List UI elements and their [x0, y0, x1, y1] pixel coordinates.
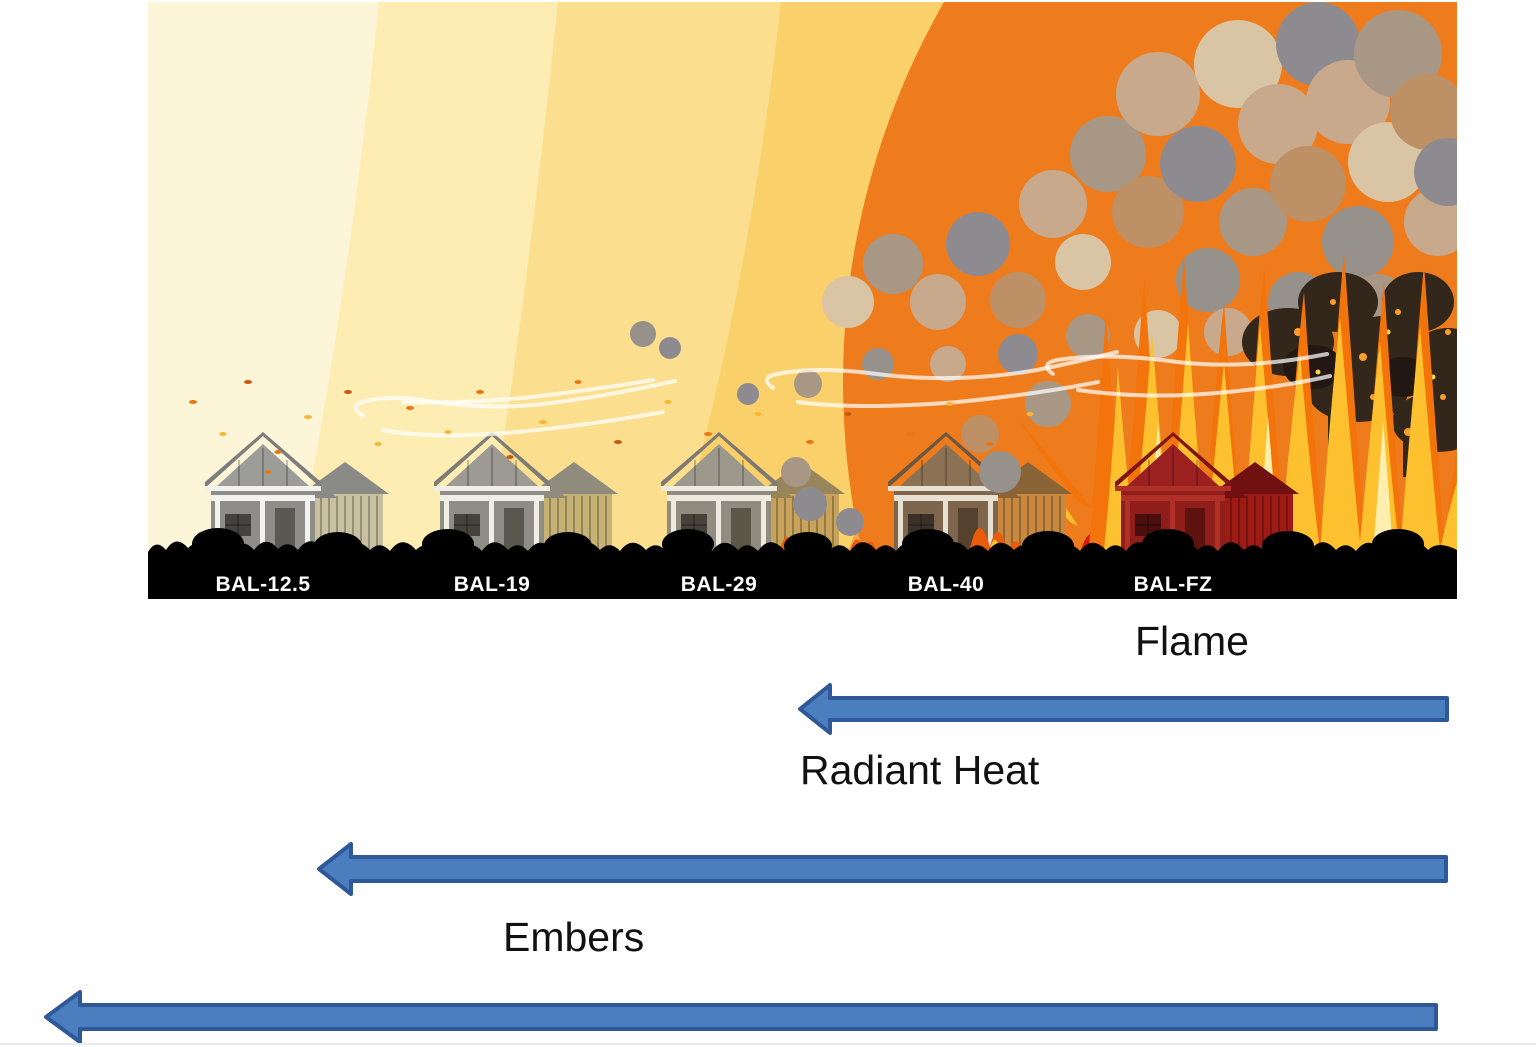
- ground-silhouette: [148, 528, 1457, 599]
- flame-label: Flame: [1135, 618, 1249, 664]
- embers-arrow-shape: [44, 990, 1438, 1044]
- flame-arrow-shape: [798, 683, 1449, 735]
- smoke-clouds: [630, 2, 1457, 405]
- wind-streaks: [353, 350, 1332, 438]
- bal-strip-labels: BAL-12.5 BAL-19 BAL-29 BAL-40 BAL-FZ: [215, 573, 1213, 596]
- bottom-divider: [0, 1043, 1536, 1045]
- radiant-heat-arrow-shape: [317, 842, 1448, 896]
- radiant-heat-arrow: [317, 842, 1448, 896]
- bal-label: BAL-12.5: [215, 573, 310, 596]
- embers-label: Embers: [503, 914, 645, 960]
- embers-arrow: [44, 990, 1438, 1044]
- bal-label: BAL-29: [681, 573, 758, 596]
- radiant-heat-label: Radiant Heat: [800, 747, 1040, 793]
- bal-label: BAL-40: [908, 573, 985, 596]
- flying-embers: [189, 380, 1034, 474]
- flame-arrow: [798, 683, 1449, 735]
- bal-label: BAL-FZ: [1134, 573, 1213, 596]
- bal-label: BAL-19: [454, 573, 531, 596]
- bal-illustration: BAL-12.5 BAL-19 BAL-29 BAL-40 BAL-FZ: [148, 2, 1457, 599]
